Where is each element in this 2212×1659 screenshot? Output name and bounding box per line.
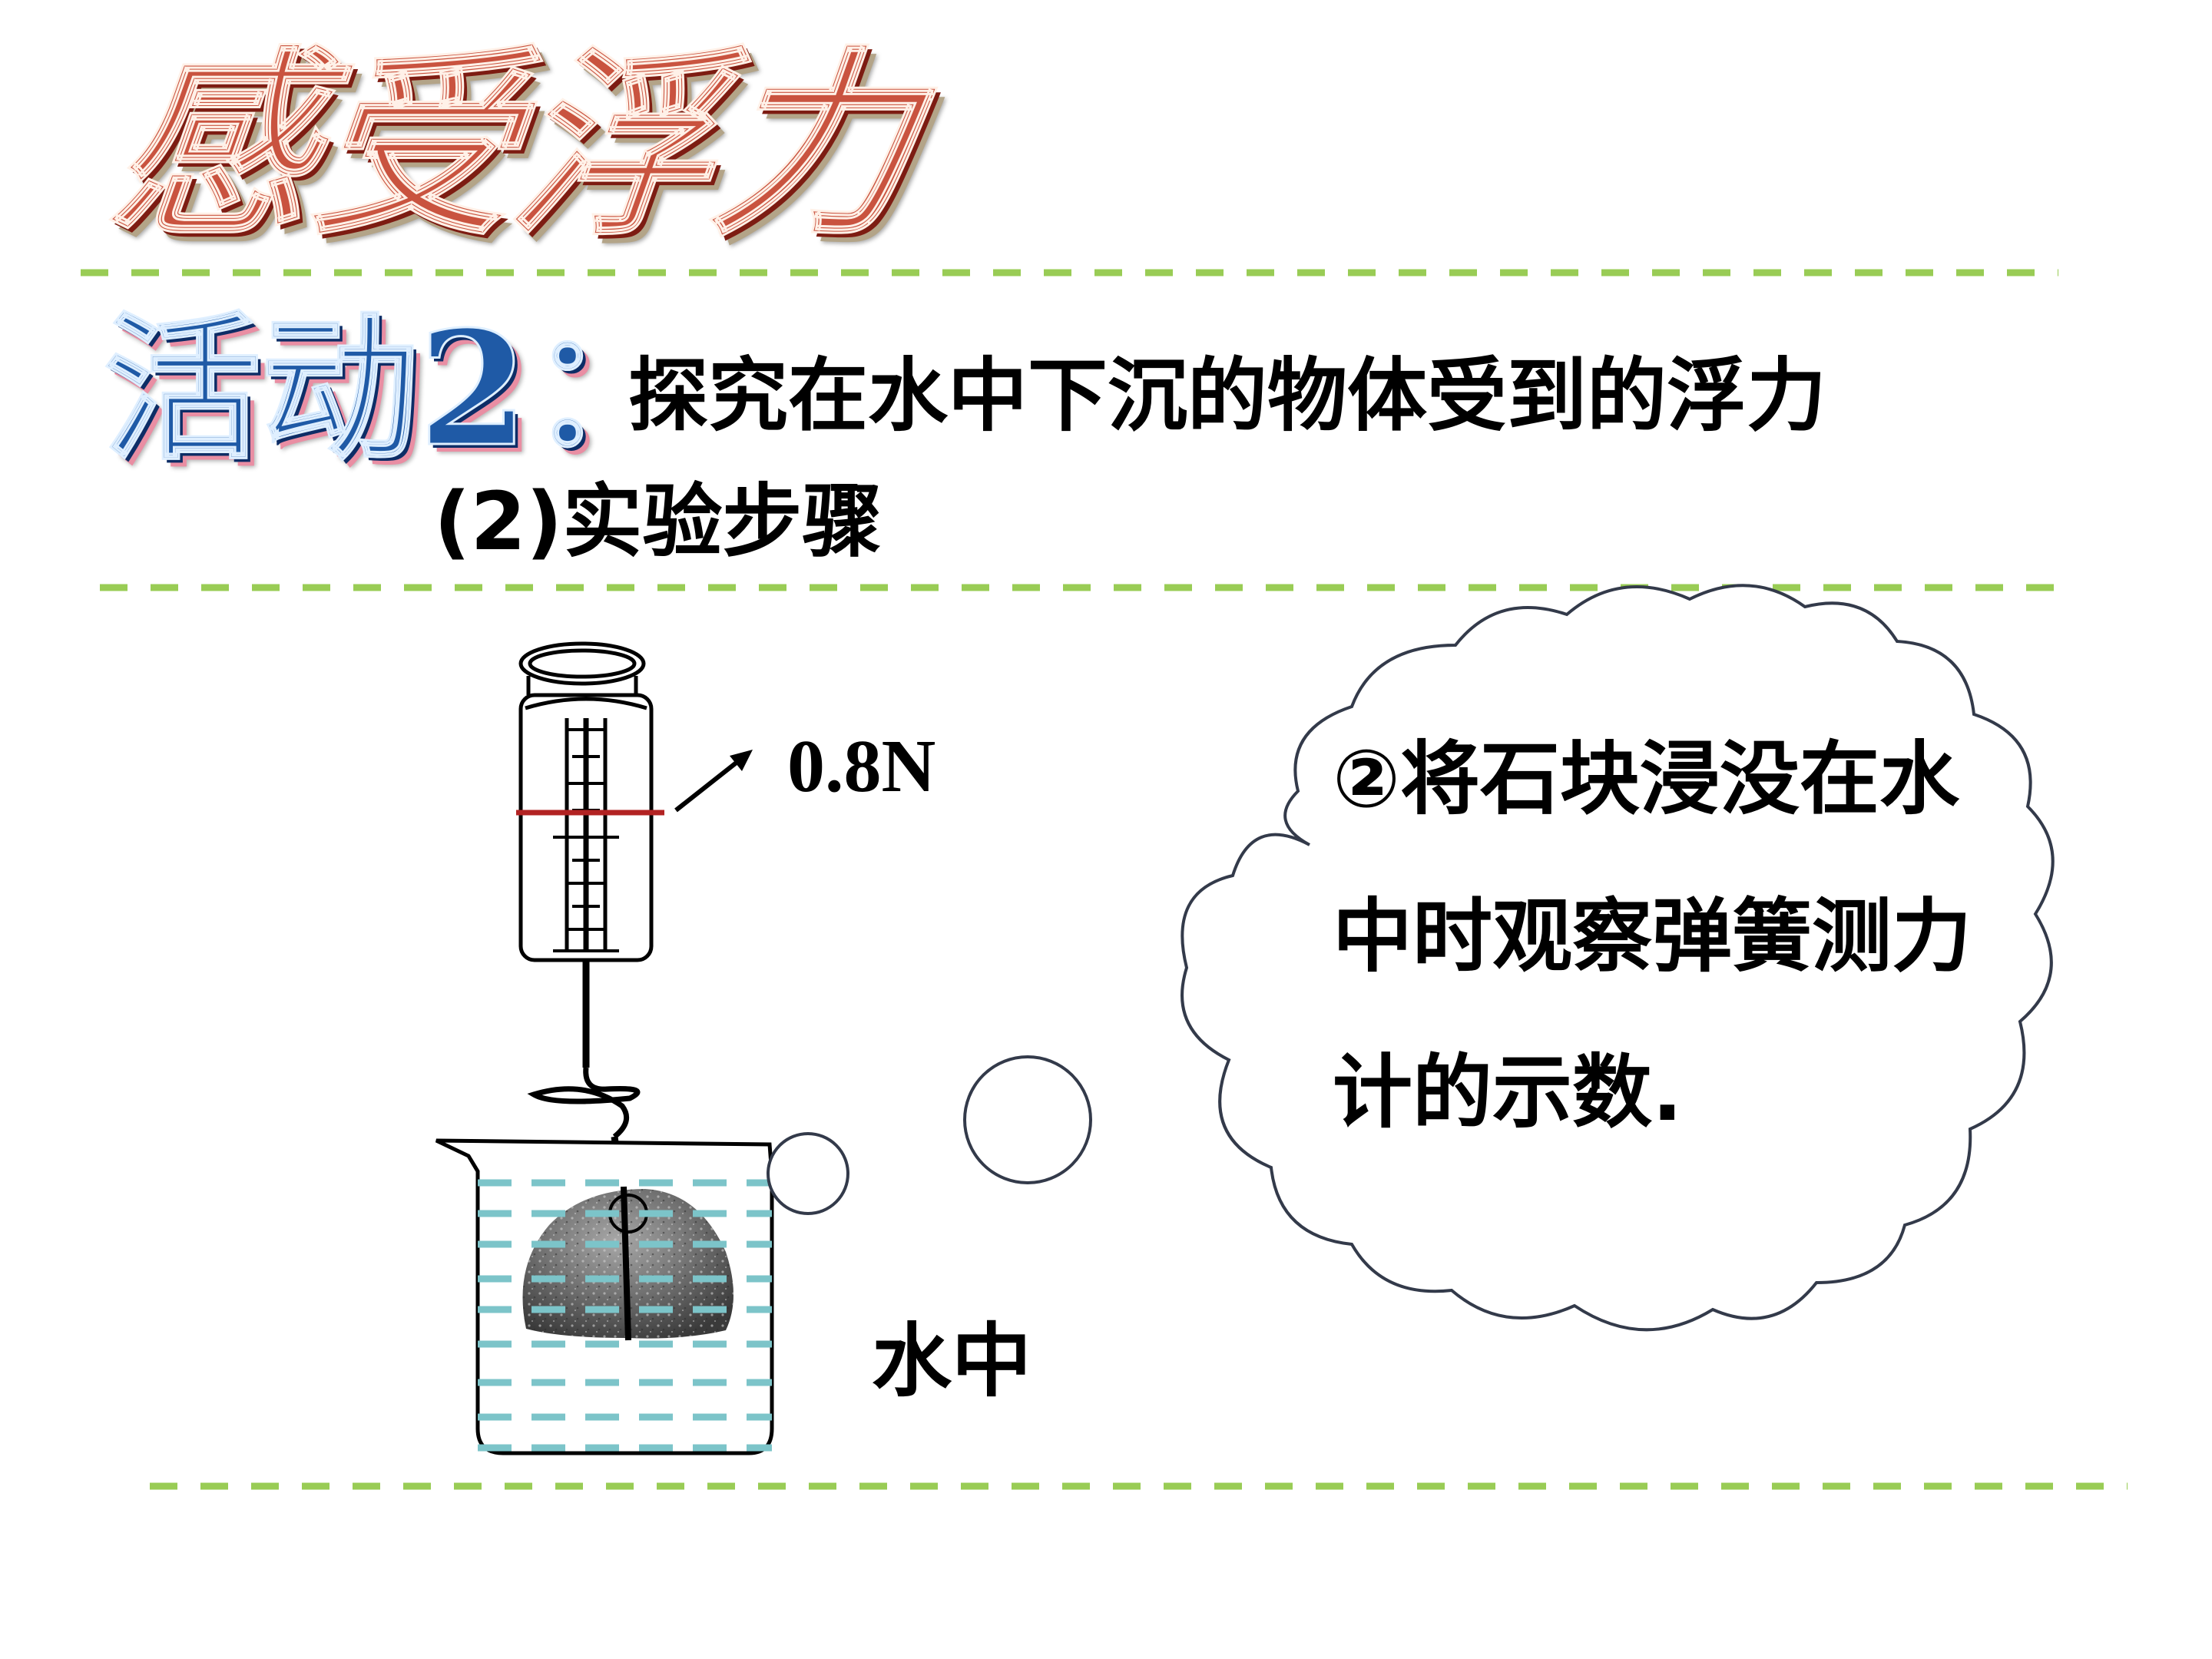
stone-string	[621, 1186, 631, 1341]
arrow-icon	[674, 750, 753, 813]
water-label: 水中	[872, 1314, 1032, 1408]
spring-scale-icon	[518, 641, 654, 1341]
water-lines	[478, 1179, 772, 1452]
step-heading: (2)实验步骤	[434, 475, 882, 568]
activity-title: 探究在水中下沉的物体受到的浮力	[628, 349, 1827, 442]
slide-title: 感受浮力	[102, 28, 928, 264]
scale-reading: 0.8N	[787, 725, 936, 808]
bubble-text-line: 计的示数.	[1333, 1045, 1683, 1139]
bubble-text-line: 中时观察弹簧测力	[1333, 889, 1972, 983]
thought-bubble-icon	[767, 584, 2055, 1332]
activity-label: 活动2：	[103, 297, 687, 482]
bubble-text-line: ②将石块浸没在水	[1333, 732, 1960, 826]
